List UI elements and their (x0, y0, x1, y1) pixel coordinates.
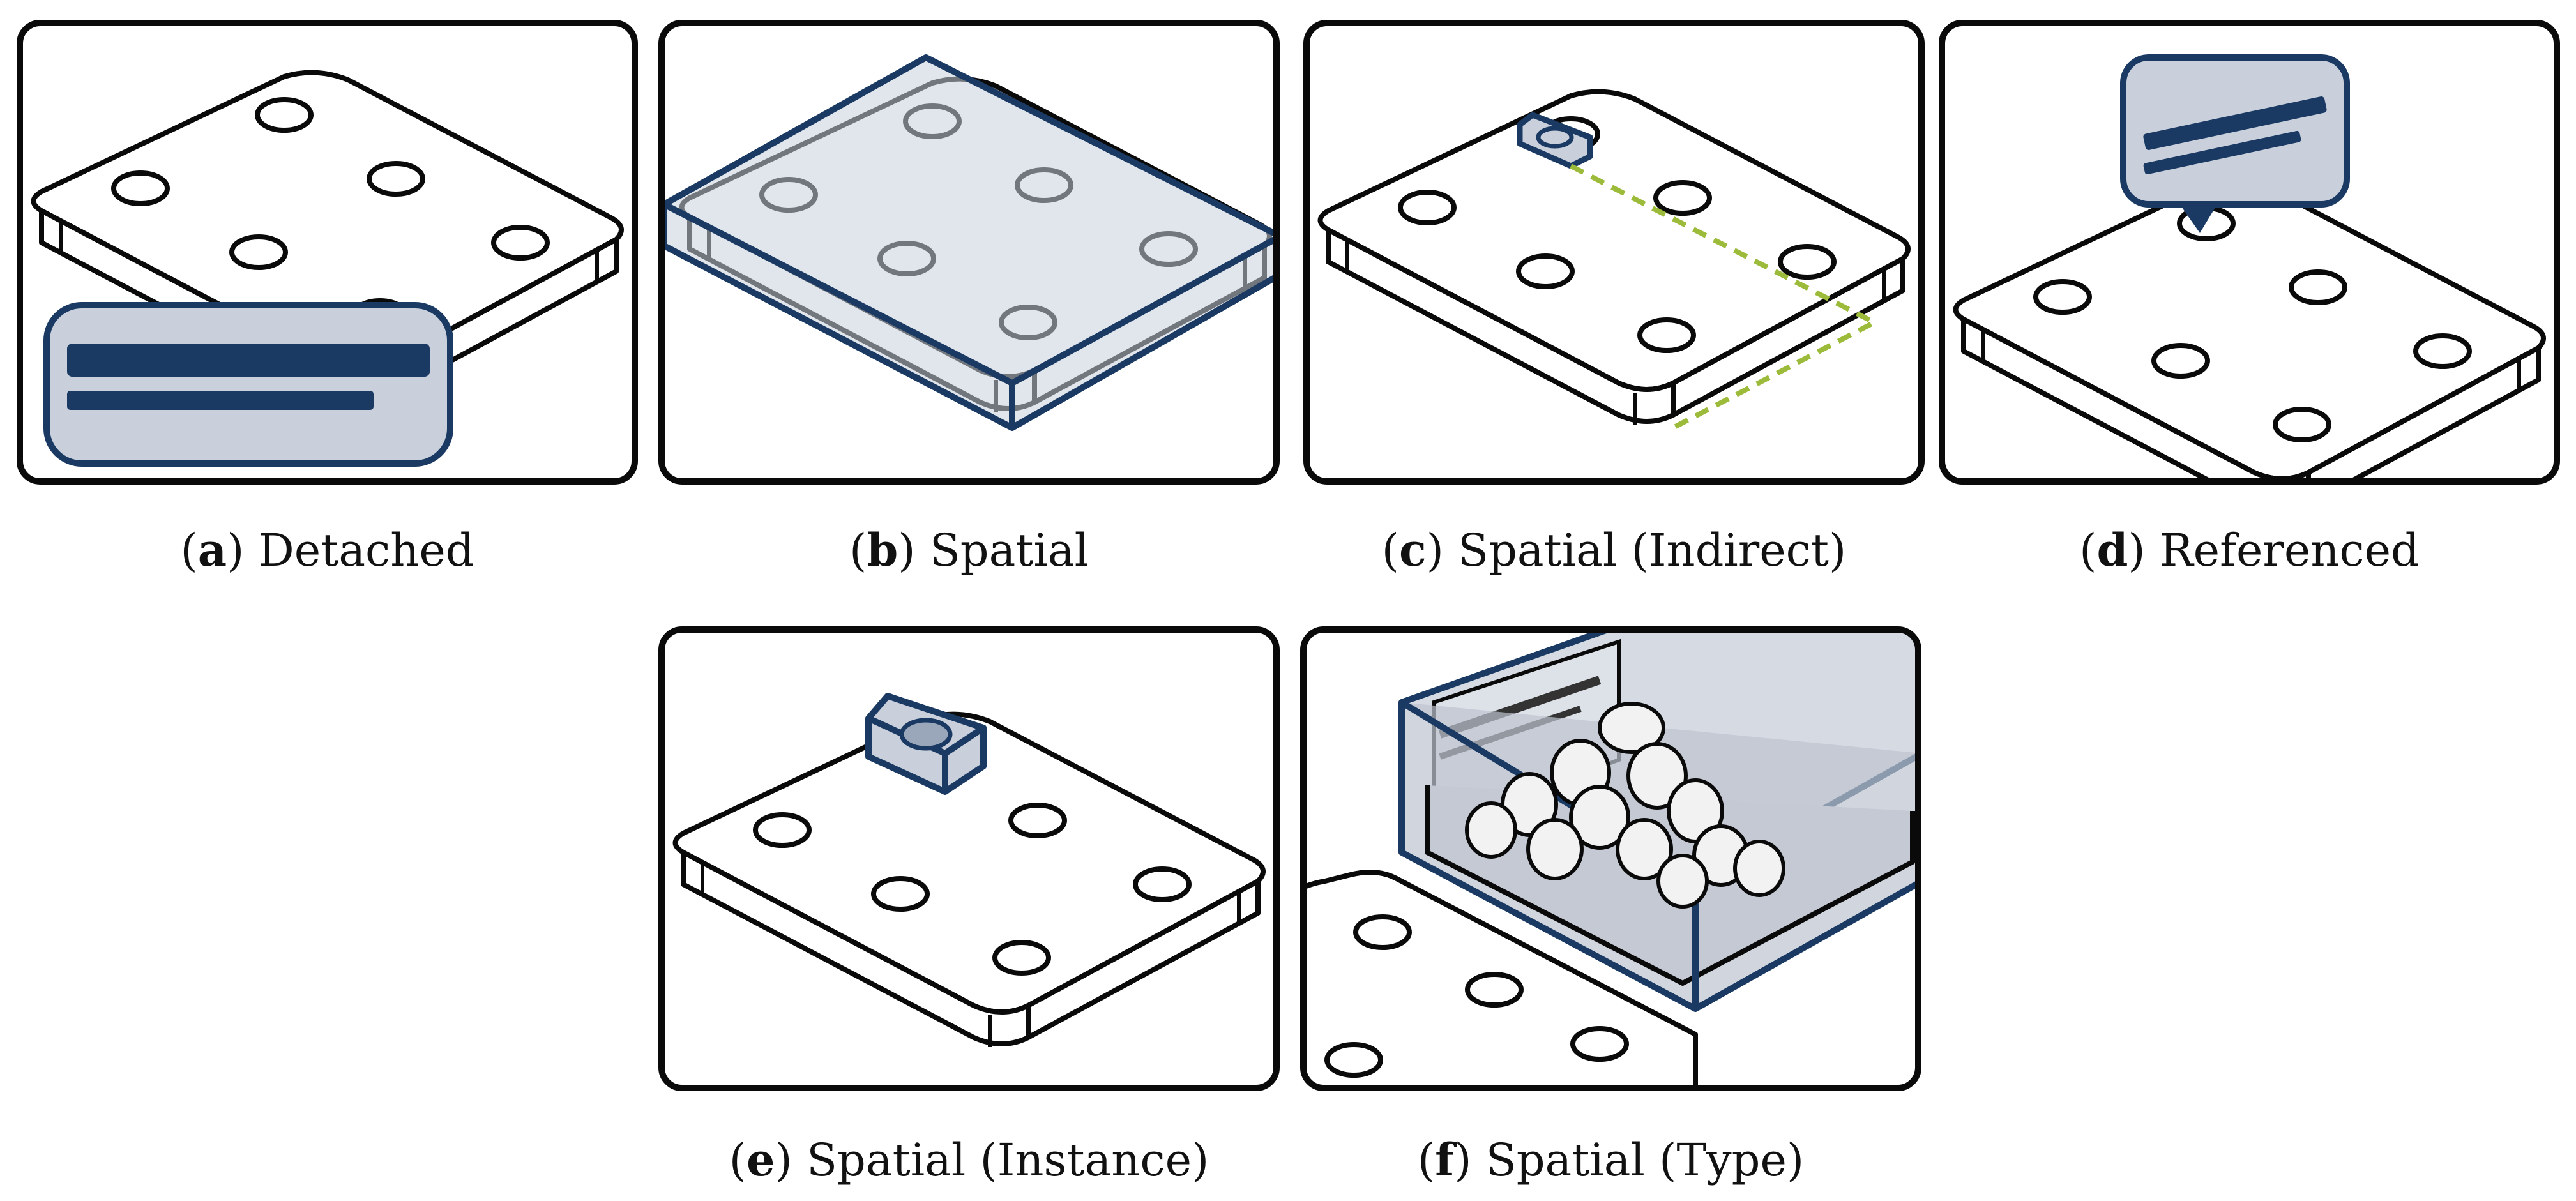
caption-letter: c (1398, 524, 1427, 577)
caption-f: (f) Spatial (Type) (1417, 1133, 1805, 1186)
caption-letter: a (197, 524, 227, 577)
caption-label: Spatial (929, 524, 1089, 577)
caption-c: (c) Spatial (Indirect) (1381, 524, 1847, 577)
caption-label: Detached (258, 524, 474, 577)
spatial-illustration (658, 20, 1280, 485)
panel-spatial-type (1299, 626, 1922, 1092)
panel-referenced (1938, 19, 2561, 485)
caption-letter: f (1435, 1133, 1455, 1186)
spatial-type-illustration (1300, 626, 1921, 1091)
panel-spatial-indirect (1303, 19, 1925, 485)
plate-shape (1303, 870, 1698, 1088)
caption-letter: b (867, 524, 898, 577)
caption-letter: d (2096, 524, 2128, 577)
panel-spatial-instance (658, 626, 1280, 1092)
caption-label: Referenced (2159, 524, 2420, 577)
panel-detached (16, 19, 639, 485)
caption-label: Spatial (Indirect) (1458, 524, 1847, 577)
instance-highlight-cube (865, 693, 987, 795)
referenced-illustration (1939, 20, 2560, 485)
detached-illustration (17, 20, 638, 485)
panel-spatial (658, 19, 1280, 485)
indirect-connector-line (1570, 163, 1880, 430)
caption-e: (e) Spatial (Instance) (729, 1133, 1209, 1186)
detached-label-card (43, 302, 453, 467)
reference-callout (2120, 54, 2350, 233)
caption-a: (a) Detached (180, 524, 474, 577)
screws-pile (1465, 702, 1785, 909)
caption-b: (b) Spatial (849, 524, 1089, 577)
spatial-highlight-box (662, 54, 1277, 431)
spatial-indirect-illustration (1303, 20, 1925, 485)
caption-label: Spatial (Type) (1485, 1134, 1805, 1186)
caption-label: Spatial (Instance) (807, 1134, 1209, 1186)
parts-bin (1398, 630, 1918, 1012)
caption-d: (d) Referenced (2079, 524, 2420, 577)
spatial-instance-illustration (658, 626, 1280, 1091)
caption-letter: e (746, 1133, 775, 1186)
